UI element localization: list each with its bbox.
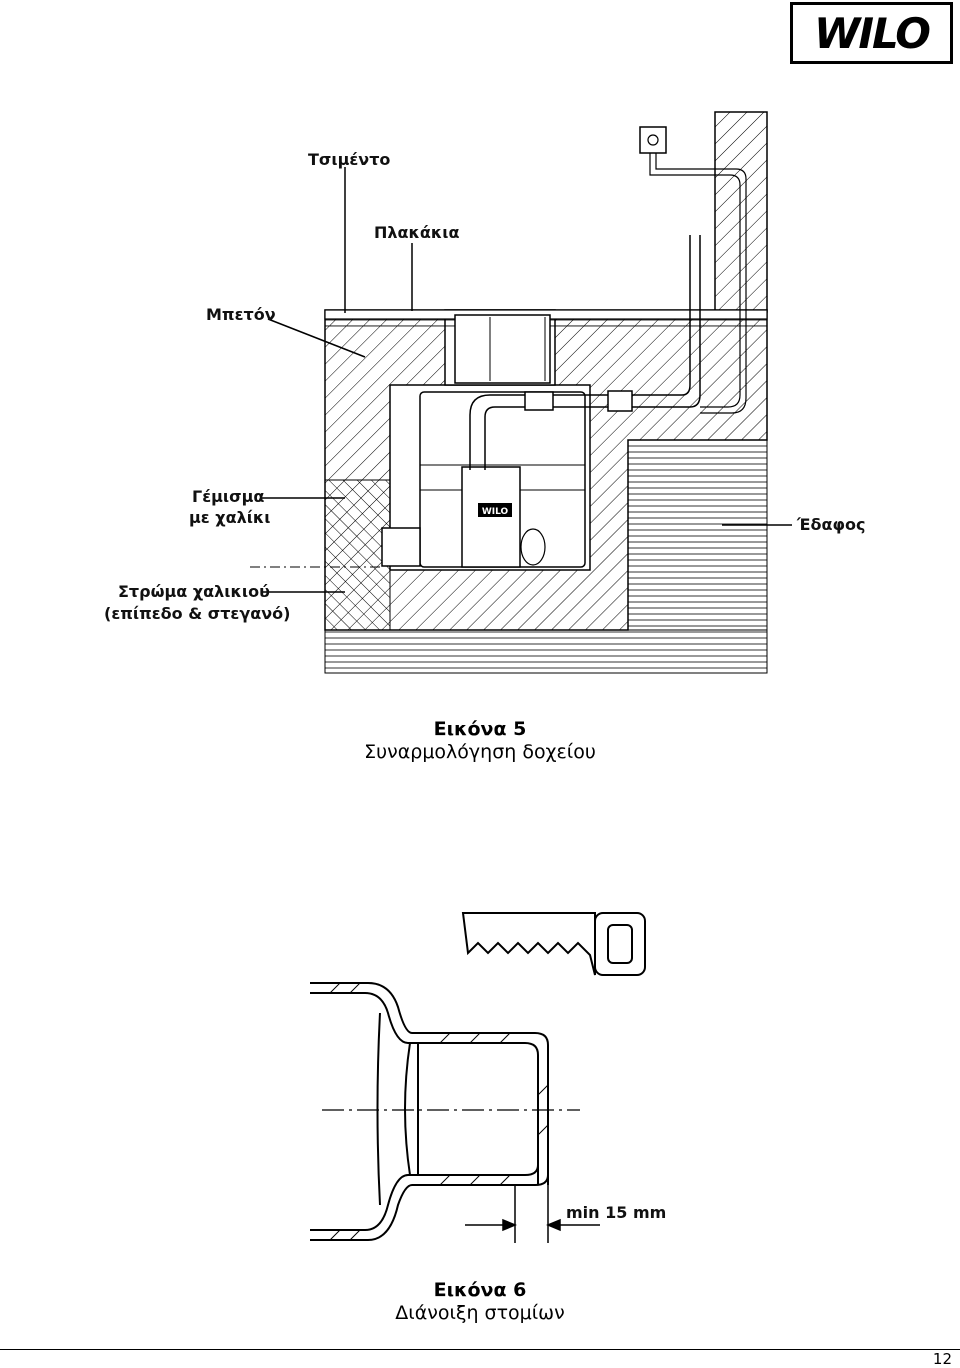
logo-text: WILO	[814, 9, 931, 58]
label-soil: Έδαφος	[797, 515, 866, 534]
dimension-label: min 15 mm	[566, 1203, 667, 1222]
label-gravel-fill-1: Γέμισμα	[192, 487, 265, 506]
pump-brand-label: WILO	[482, 507, 509, 517]
soil-region	[324, 439, 768, 674]
wall	[714, 111, 768, 313]
inlet-socket	[310, 982, 549, 1241]
saw-icon	[461, 912, 646, 976]
figure-6-caption-text: Διάνοιξη στομίων	[395, 1302, 565, 1324]
figure-6-caption-title: Εικόνα 6	[433, 1279, 527, 1301]
leader-lines	[250, 167, 792, 593]
submersible-pump: WILO	[461, 466, 546, 568]
dimension-marker	[465, 1185, 600, 1243]
label-gravel-layer-1: Στρώμα χαλικιού	[118, 582, 270, 601]
footer-divider	[0, 1349, 960, 1350]
discharge-pipe	[469, 235, 701, 470]
figure-6-opening-diagram	[310, 912, 646, 1243]
figure-5-caption-title: Εικόνα 5	[433, 718, 527, 740]
label-tiles: Πλακάκια	[374, 223, 460, 242]
page-number: 12	[932, 1350, 952, 1368]
label-cement: Τσιμέντο	[308, 150, 391, 169]
figure-5-caption-text: Συναρμολόγηση δοχείου	[364, 741, 596, 763]
figure-5-tank-assembly-diagram: WILO	[250, 111, 792, 674]
label-gravel-layer-2: (επίπεδο & στεγανό)	[104, 604, 291, 623]
power-cable	[639, 126, 747, 414]
label-gravel-fill-2: με χαλίκι	[189, 508, 271, 527]
label-concrete: Μπετόν	[206, 305, 276, 324]
wilo-logo: WILO	[790, 2, 953, 64]
